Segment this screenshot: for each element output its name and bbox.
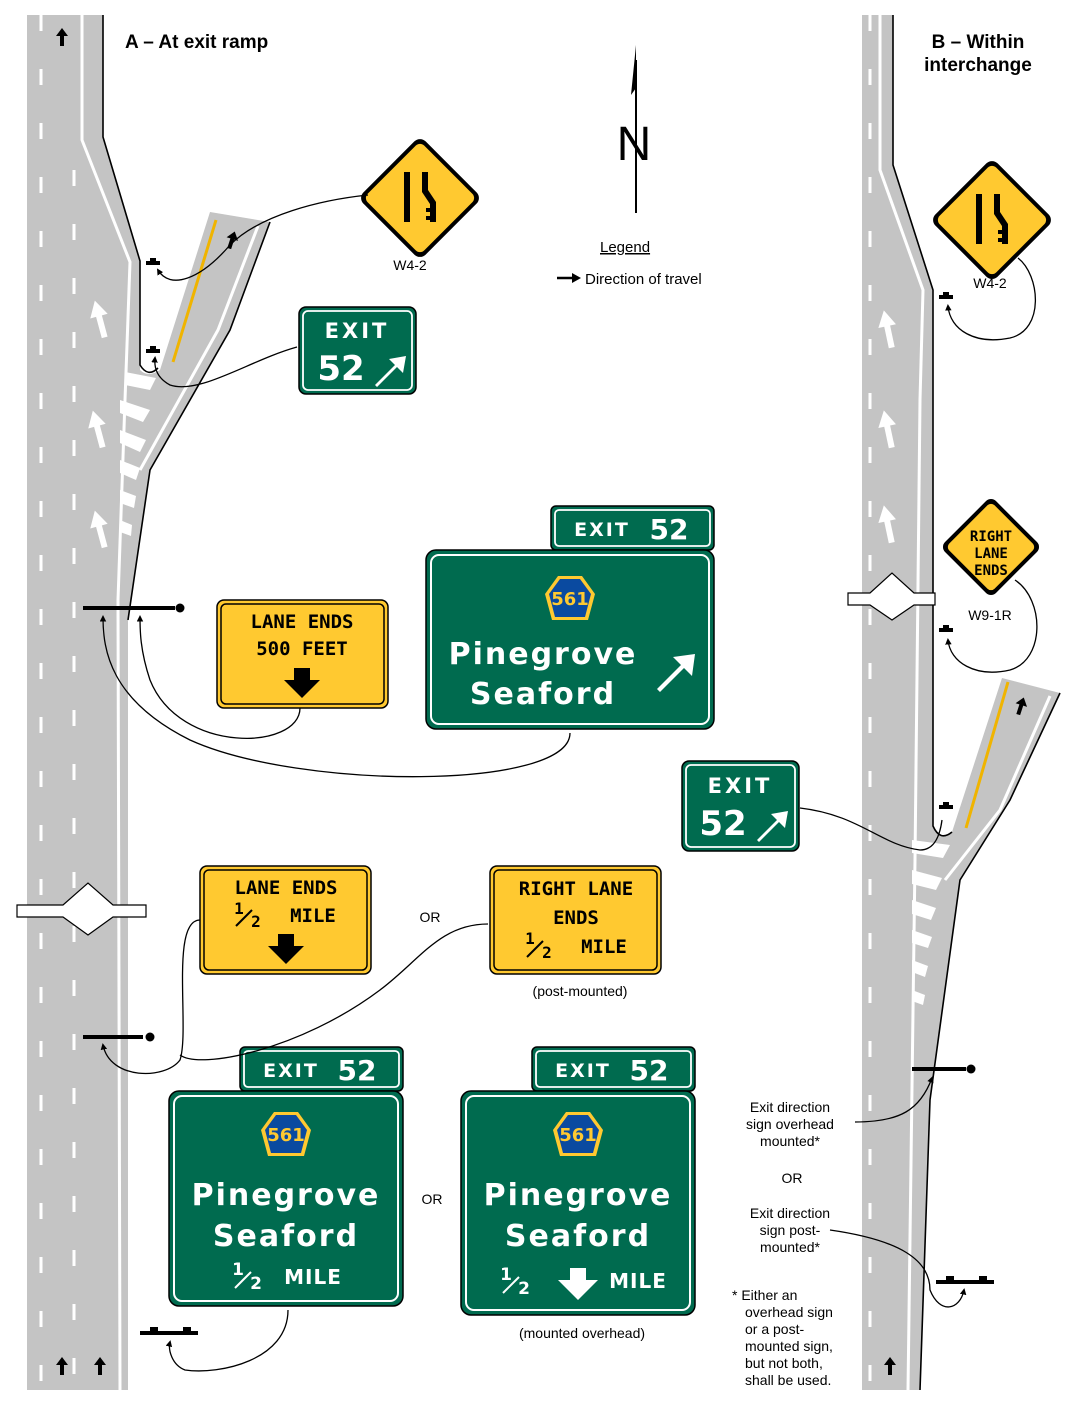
left-leader-lines [99, 194, 571, 1372]
half-num-c: 1 [232, 1260, 244, 1280]
exit-panel-b-word: EXIT [708, 774, 773, 798]
right-lane-ends-unit: MILE [581, 936, 627, 958]
lane-ends-500-line2: 500 FEET [256, 638, 348, 660]
caption-mounted-overhead: (mounted overhead) [519, 1325, 645, 1341]
right-lane-ends-sign: RIGHT LANE ENDS 1 2 MILE [489, 865, 662, 975]
post-note: Exit direction sign post- mounted* [750, 1205, 830, 1255]
half-num-a: 1 [234, 899, 244, 918]
route-shield-a1-number: 561 [551, 589, 589, 610]
w9-1r-line3: ENDS [974, 563, 1008, 579]
left-sign-supports [83, 258, 198, 1335]
overhead-note-line2: sign overhead [746, 1116, 834, 1132]
footnote-line5: but not both, [745, 1355, 823, 1371]
exit-tab-a1-number: 52 [650, 513, 689, 546]
direction-arrow-icon [557, 273, 581, 283]
exit-tab-a2-word: EXIT [263, 1060, 319, 1082]
footnote-line2: overhead sign [745, 1304, 833, 1320]
overhead-note-line1: Exit direction [750, 1099, 830, 1115]
half-den-d: 2 [518, 1279, 530, 1299]
w4-2-sign-b [933, 161, 1051, 279]
footnote-line3: or a post- [745, 1321, 804, 1337]
guide-a2-dest1: Pinegrove [192, 1178, 381, 1213]
half-den-b: 2 [542, 943, 552, 962]
lane-ends-half-sign: LANE ENDS 1 2 MILE [199, 865, 372, 975]
right-sign-supports [912, 292, 994, 1284]
post-note-line1: Exit direction [750, 1205, 830, 1221]
down-arrow-icon [558, 1268, 598, 1300]
legend-title: Legend [600, 239, 650, 256]
exit-tab-a2: EXIT 52 [239, 1046, 404, 1092]
left-roadway [16, 15, 271, 1391]
guide-a1-dest1: Pinegrove [449, 637, 638, 672]
w4-2-code-a: W4-2 [393, 257, 427, 273]
w9-1r-code: W9-1R [968, 607, 1012, 623]
overhead-note-line3: mounted* [760, 1133, 820, 1149]
half-den-a: 2 [251, 912, 261, 931]
exit-panel-a-number: 52 [317, 349, 364, 389]
w9-1r-line1: RIGHT [970, 529, 1012, 545]
right-roadway [847, 15, 1061, 1391]
half-den-c: 2 [250, 1274, 262, 1294]
exit-tab-a3-number: 52 [630, 1054, 669, 1087]
or-1: OR [420, 909, 441, 925]
down-arrow-icon [268, 934, 304, 964]
exit-panel-b-number: 52 [699, 804, 746, 844]
lane-ends-half-line1: LANE ENDS [235, 877, 338, 899]
or-3: OR [782, 1170, 803, 1186]
half-num-d: 1 [500, 1265, 512, 1285]
w9-1r-line2: LANE [974, 546, 1008, 562]
or-2: OR [422, 1191, 443, 1207]
exit-panel-b: EXIT 52 [681, 760, 800, 852]
guide-a2-unit: MILE [284, 1265, 342, 1289]
w4-2-code-b: W4-2 [973, 275, 1007, 291]
guide-a3-dest1: Pinegrove [484, 1178, 673, 1213]
exit-tab-a3: EXIT 52 [531, 1046, 696, 1092]
guide-sign-a1: 561 Pinegrove Seaford [425, 549, 715, 730]
route-shield-a3-number: 561 [559, 1125, 597, 1146]
guide-a3-dest2: Seaford [505, 1219, 651, 1254]
w9-1r-sign: RIGHT LANE ENDS [942, 498, 1040, 596]
exit-tab-a3-word: EXIT [555, 1060, 611, 1082]
lane-ends-500-line1: LANE ENDS [251, 611, 354, 633]
exit-tab-a1-word: EXIT [574, 519, 630, 541]
footnote-line4: mounted sign, [745, 1338, 833, 1354]
right-lane-ends-line2: ENDS [553, 907, 599, 929]
guide-sign-a3: 561 Pinegrove Seaford 1 2 MILE [460, 1090, 696, 1316]
header-b-line1: B – Within [932, 32, 1025, 53]
post-note-line3: mounted* [760, 1239, 820, 1255]
header-a: A – At exit ramp [125, 32, 268, 53]
north-arrow-icon: N [617, 45, 652, 213]
lane-ends-500-sign: LANE ENDS 500 FEET [216, 599, 389, 709]
diagonal-arrow-icon [375, 356, 406, 387]
guide-a3-unit: MILE [609, 1269, 667, 1293]
route-shield-a2-number: 561 [267, 1125, 305, 1146]
lane-ends-half-unit: MILE [290, 905, 336, 927]
post-note-line2: sign post- [760, 1222, 821, 1238]
down-arrow-icon [284, 668, 320, 698]
guide-a2-dest2: Seaford [213, 1219, 359, 1254]
w4-2-sign-a [361, 139, 479, 257]
caption-post-mounted: (post-mounted) [533, 983, 628, 999]
right-lane-ends-line1: RIGHT LANE [519, 878, 633, 900]
right-leader-lines [799, 257, 1038, 1308]
guide-sign-a2: 561 Pinegrove Seaford 1 2 MILE [168, 1090, 404, 1307]
overhead-note: Exit direction sign overhead mounted* [746, 1099, 834, 1149]
exit-panel-a-word: EXIT [325, 319, 390, 343]
north-label: N [617, 118, 652, 171]
header-b-line2: interchange [924, 55, 1032, 76]
exit-panel-a: EXIT 52 [298, 306, 417, 395]
diagonal-arrow-icon [657, 654, 695, 692]
footnote: * Either an overhead sign or a post- mou… [732, 1287, 833, 1388]
exit-tab-a2-number: 52 [338, 1054, 377, 1087]
diagonal-arrow-icon [757, 811, 788, 842]
guide-a1-dest2: Seaford [470, 677, 616, 712]
exit-tab-a1: EXIT 52 [550, 505, 715, 551]
footnote-line6: shall be used. [745, 1372, 831, 1388]
legend-item: Direction of travel [585, 271, 702, 288]
footnote-line1: * Either an [732, 1287, 797, 1303]
half-num-b: 1 [525, 929, 535, 948]
